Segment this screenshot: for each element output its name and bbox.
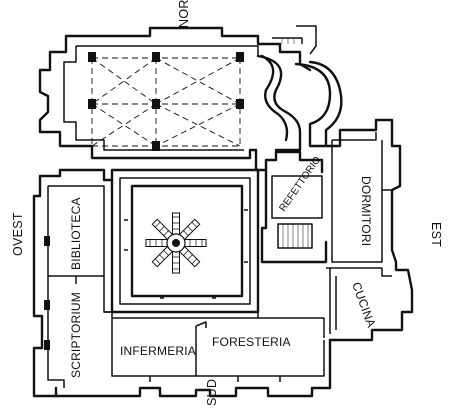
south-inner-wall [104,311,325,377]
pier [44,340,50,350]
pier [152,99,160,109]
east-outer-wall [324,118,414,342]
pier [152,141,160,151]
west-outer-wall [32,168,114,398]
nave-vaults [91,57,241,147]
room-label-biblioteca: BIBLIOTECA [69,197,83,270]
room-label-scriptorium: SCRIPTORIUM [69,292,83,378]
pier [88,99,96,109]
dormitori-inner-wall [331,132,392,263]
refettorio-stair [277,223,313,249]
church-outer-wall [38,26,312,160]
cloister-well-icon [145,212,207,274]
refettorio-inner [271,175,323,219]
refettorio-wall [254,148,328,264]
room-label-foresteria: FORESTERIA [212,335,291,349]
room-label-cucina: CUCINA [349,280,378,329]
pier [152,52,160,62]
cloister-outer [110,168,260,314]
compass-west-label: OVEST [11,212,25,256]
cloister [110,168,260,314]
compass-east-label: EST [429,222,443,247]
pier [44,300,50,310]
chapel-east [294,60,343,148]
room-label-dormitori: DORMITORI [359,176,373,246]
pier [236,52,244,62]
cucina-wall [326,267,392,334]
church-apse [256,54,302,152]
south-outer-wall [54,338,332,398]
compass-south-label: SUD [205,379,219,406]
compass-north-label: NORD [177,0,191,28]
biblioteca-scriptorium-divider [48,275,104,284]
church-inner-wall [63,45,259,151]
room-label-refettorio: REFETTORIO [277,155,323,214]
refettorio-stair-steps [282,224,309,248]
east-complex [254,118,414,342]
pier [88,52,96,62]
north-stair-steps [281,38,295,44]
pier [44,236,50,246]
cloister-gallery [119,177,251,305]
cloister-openings [124,209,248,299]
cloister-garth [130,184,244,298]
south-piers [149,312,281,382]
church [38,25,343,160]
room-label-infermeria: INFERMERIA [120,344,196,358]
south-wing [54,311,332,398]
pier [236,99,244,109]
